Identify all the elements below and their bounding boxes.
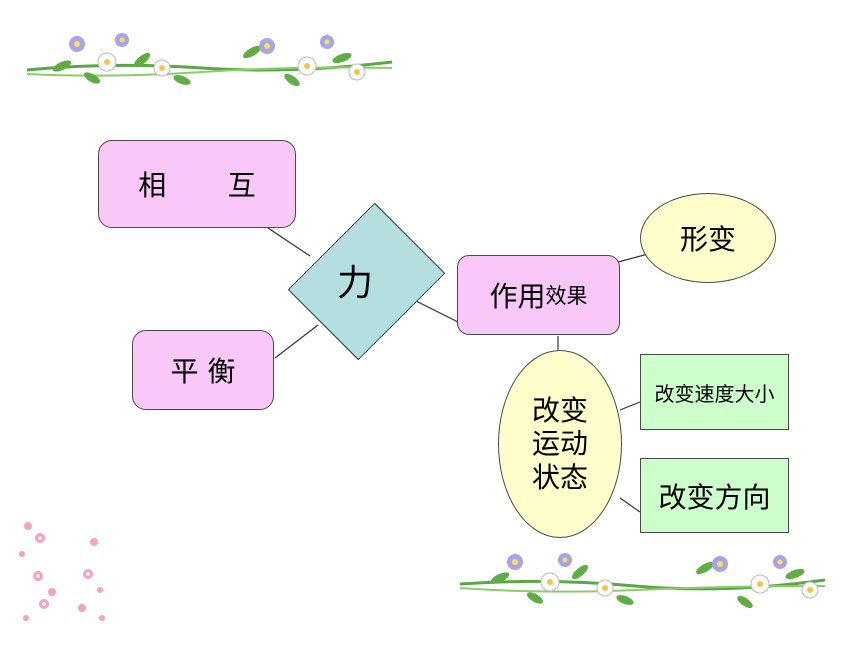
- flower-garland-top-left: [26, 33, 393, 87]
- motion-line-1: 改变: [531, 393, 588, 427]
- node-change-speed: 改变速度大小: [640, 354, 789, 430]
- node-mutual: 相 互: [98, 140, 296, 228]
- node-force: 力: [336, 263, 373, 304]
- line-balance-force: [274, 324, 319, 359]
- node-effect-main: 作用: [489, 280, 546, 313]
- motion-line-2: 运动: [531, 427, 588, 461]
- node-change-direction: 改变方向: [640, 458, 789, 533]
- line-motion-speed: [619, 401, 641, 411]
- node-motion-state: 改变 运动 状态: [498, 350, 622, 538]
- motion-line-3: 状态: [531, 460, 588, 494]
- node-deform: 形变: [640, 193, 776, 283]
- node-effect: 作用效果: [457, 255, 620, 335]
- flower-garland-bottom-right: [459, 553, 826, 609]
- node-effect-sub: 效果: [545, 284, 588, 308]
- line-force-effect: [413, 299, 459, 323]
- scattered-flowers-bottom-left: [19, 522, 105, 621]
- line-effect-deform: [617, 253, 649, 263]
- line-motion-direction: [619, 497, 641, 513]
- line-mutual-force: [267, 227, 311, 257]
- node-balance: 平 衡: [132, 330, 274, 410]
